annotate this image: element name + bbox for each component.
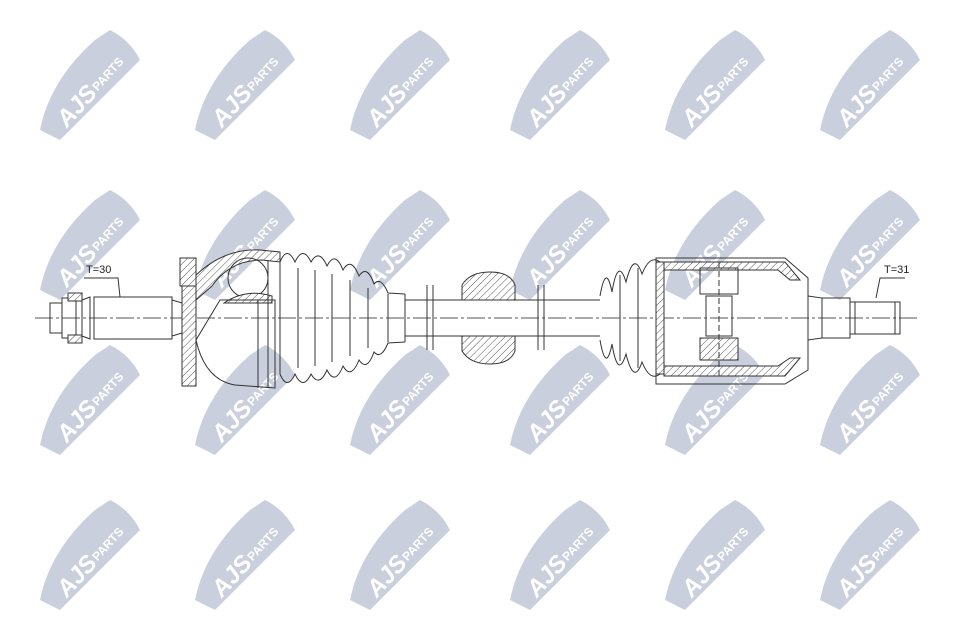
tripod-housing	[655, 257, 809, 385]
left-leader-line	[84, 277, 121, 298]
left-spline-label: T=30	[86, 264, 111, 276]
outer-boot	[279, 253, 406, 383]
right-stub-shaft	[807, 295, 901, 341]
inner-boot	[599, 259, 661, 377]
right-leader-line	[875, 277, 905, 299]
right-spline-label: T=31	[884, 264, 909, 276]
damper	[461, 271, 516, 365]
outer-cv-joint	[179, 249, 281, 389]
